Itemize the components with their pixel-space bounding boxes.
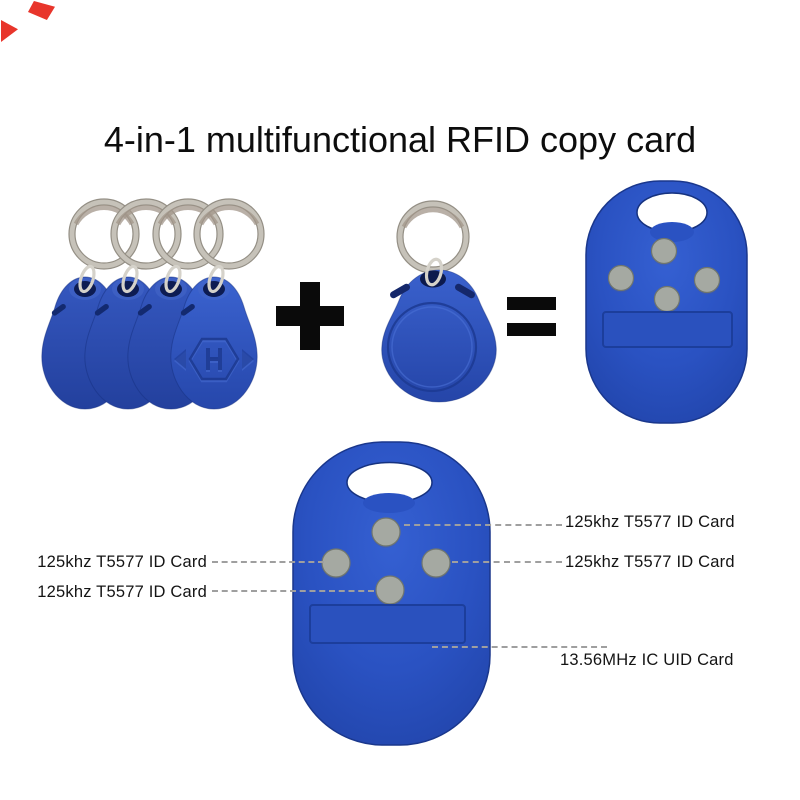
- label-recess: [309, 604, 466, 644]
- callout-line: [212, 561, 324, 563]
- handle-cutout: [346, 461, 433, 513]
- single-keyfob-photo: [381, 200, 497, 403]
- callout-line: [432, 646, 607, 648]
- callout-label-left-1: 125khz T5577 ID Card: [37, 553, 207, 571]
- keyring-wire-icon: [78, 264, 225, 294]
- plus-icon: [276, 282, 344, 350]
- equals-icon: [507, 297, 556, 337]
- keyring-icon: [68, 198, 265, 270]
- callout-label-right-1: 125khz T5577 ID Card: [565, 513, 735, 531]
- annotated-fob-photo: [292, 441, 491, 746]
- page-title: 4-in-1 multifunctional RFID copy card: [103, 119, 697, 160]
- label-recess: [602, 311, 733, 348]
- keyring-wire-icon: [424, 257, 444, 287]
- multi-button-fob-photo: [585, 180, 748, 424]
- callout-label-right-2: 125khz T5577 ID Card: [565, 553, 735, 571]
- red-logo-fragment-icon: [1, 20, 18, 42]
- callout-line: [452, 561, 562, 563]
- keyfob-stack-photo: [41, 198, 265, 410]
- red-logo-fragment-icon: [28, 1, 55, 20]
- callout-line: [404, 524, 562, 526]
- handle-cutout: [636, 192, 708, 242]
- callout-line: [212, 590, 374, 592]
- fob-buttons: [607, 237, 721, 314]
- callout-label-bottom: 13.56MHz IC UID Card: [560, 651, 734, 669]
- callout-label-left-2: 125khz T5577 ID Card: [37, 583, 207, 601]
- hexagon-h-arrows-emblem-icon: [174, 337, 254, 383]
- fob-buttons: [321, 517, 451, 606]
